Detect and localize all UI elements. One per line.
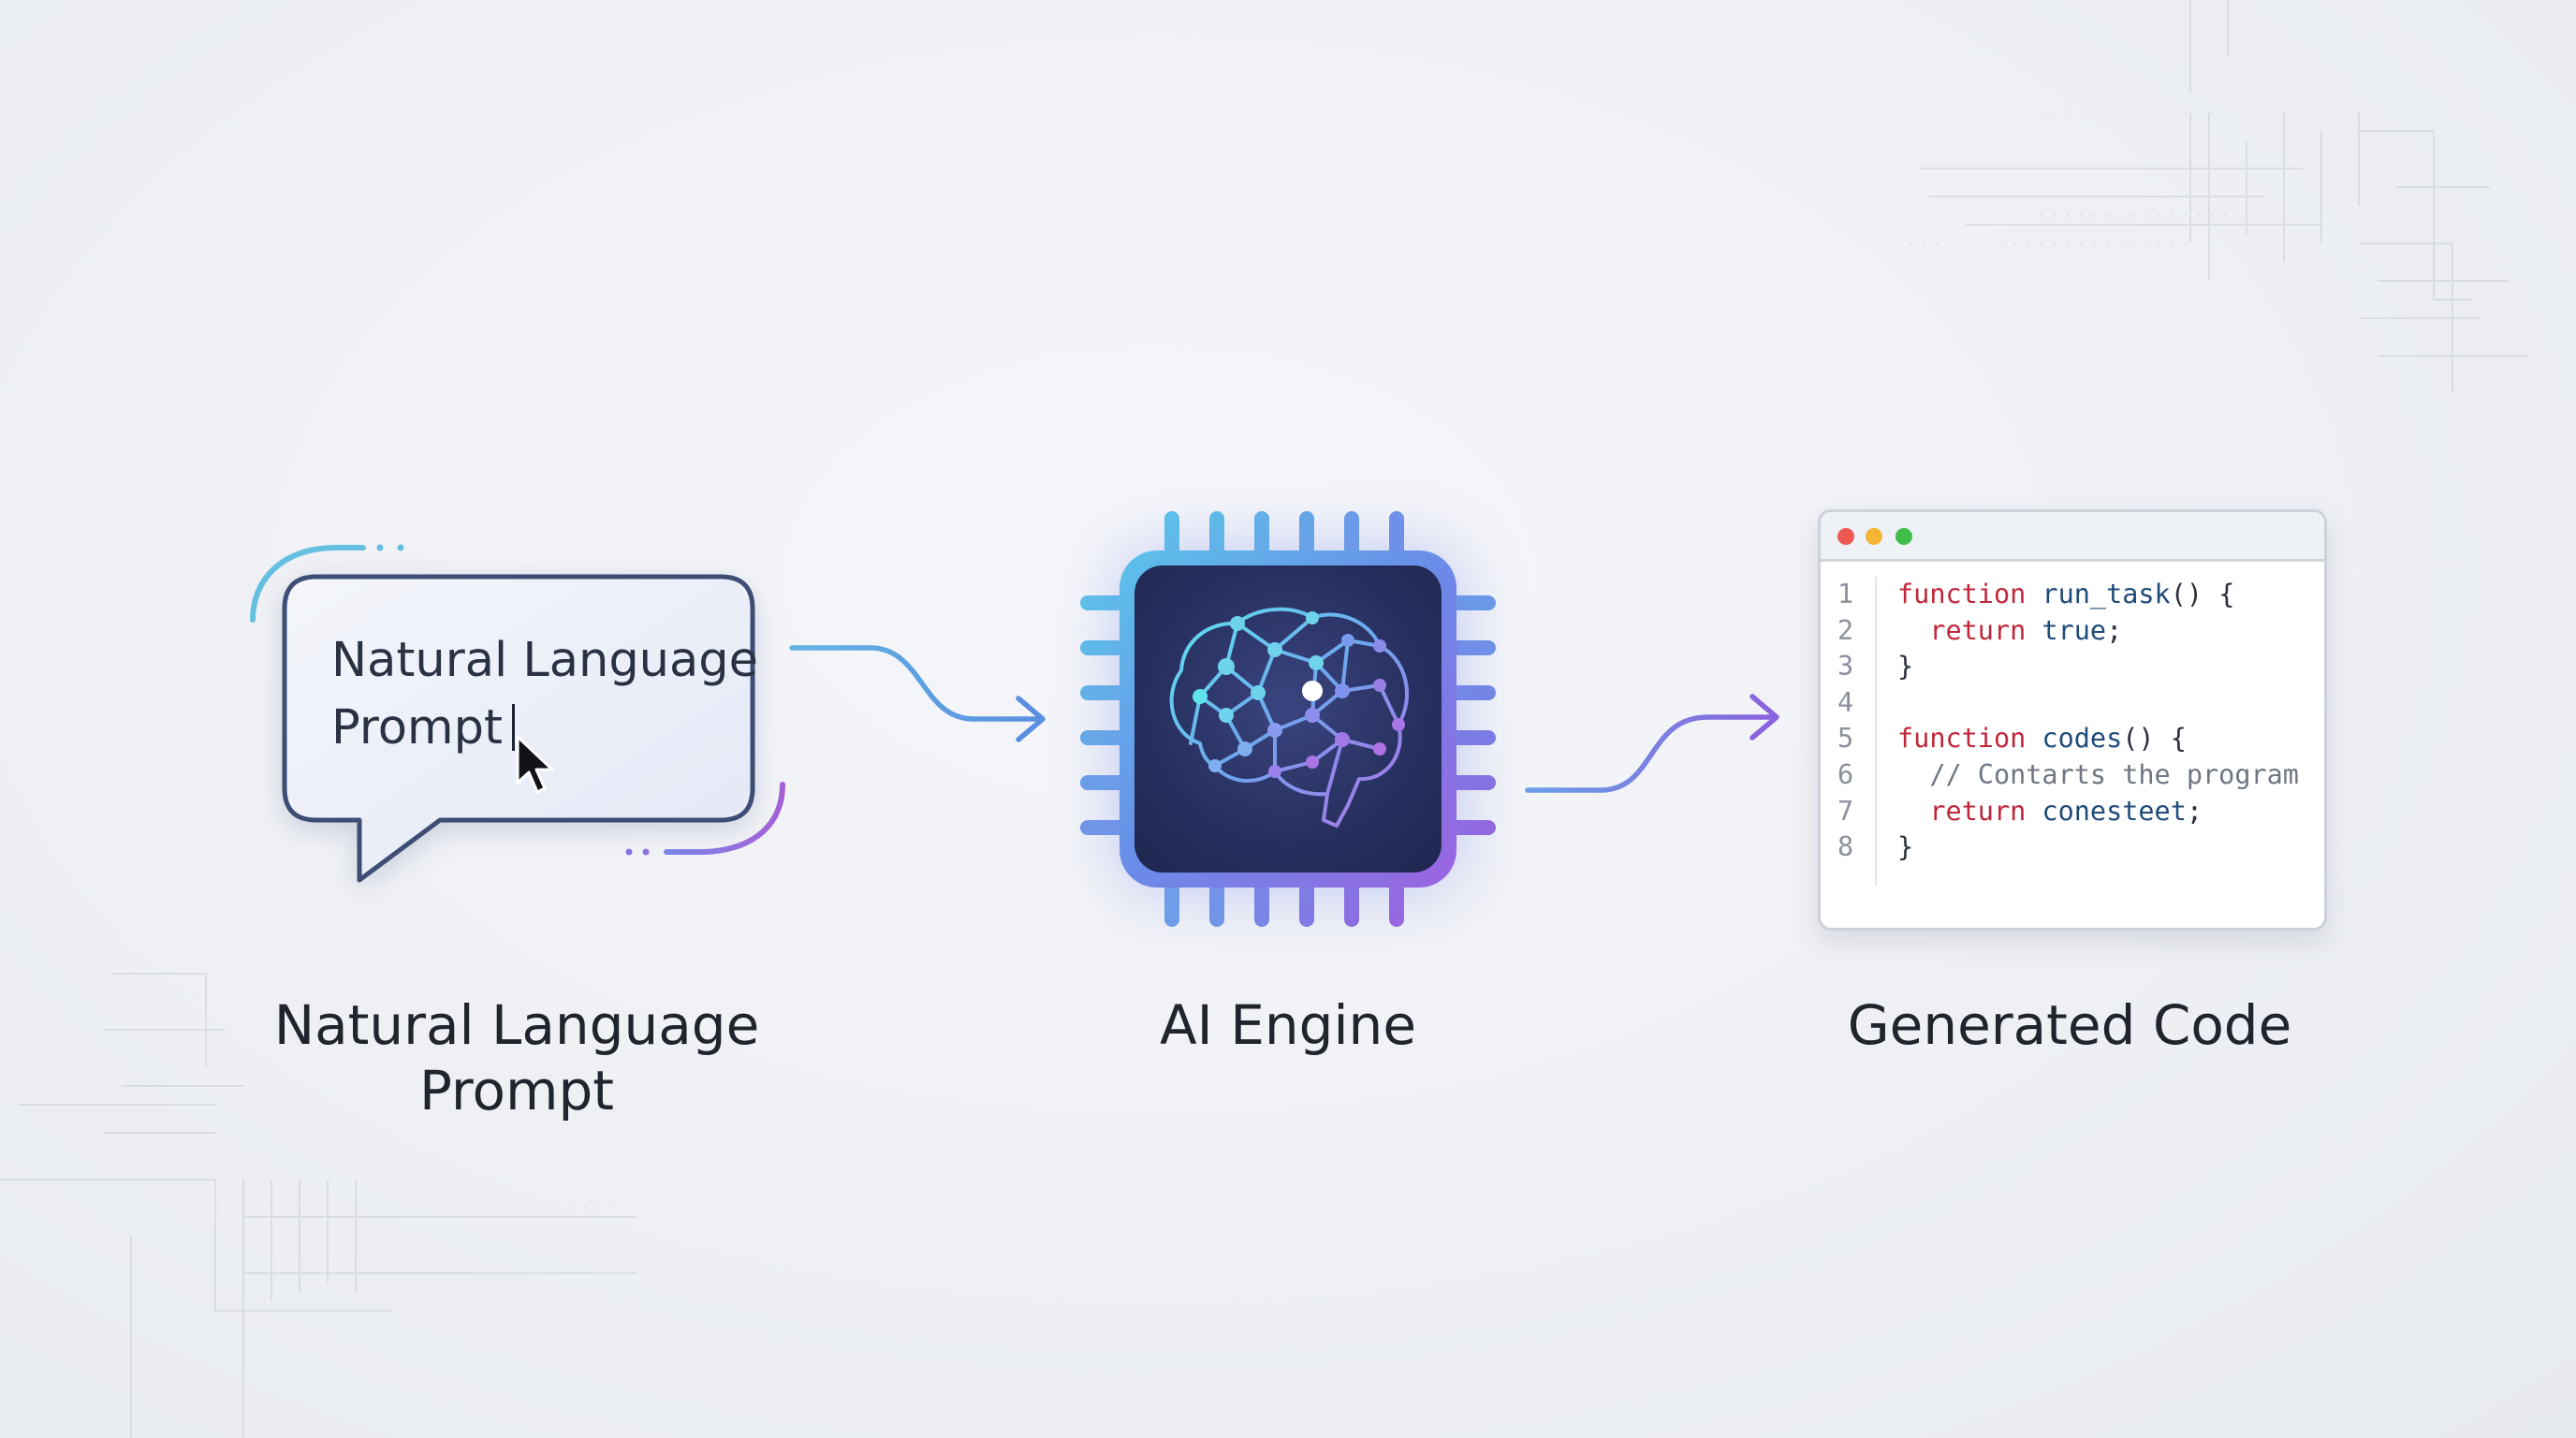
line-number: 5: [1837, 723, 1854, 755]
code-text: return conesteet;: [1897, 794, 2203, 829]
prompt-text-line-1: Natural Language: [331, 633, 759, 688]
prompt-label: Natural Language Prompt: [234, 992, 799, 1123]
code-token: return: [1897, 795, 2027, 827]
text-caret: [511, 704, 515, 751]
code-token: // Contarts the program: [1897, 759, 2299, 790]
code-token: run_task: [2026, 579, 2171, 609]
chip-core: [1134, 565, 1442, 873]
line-number: 2: [1837, 614, 1854, 646]
code-token: ;: [2186, 795, 2203, 827]
code-token: () {: [2122, 723, 2187, 755]
code-token: conesteet: [2026, 795, 2187, 827]
code-line: 5 function codes() {: [1821, 721, 2324, 756]
window-maximize-dot[interactable]: [1895, 528, 1912, 545]
code-token: () {: [2170, 579, 2235, 609]
code-line: 8}: [1821, 829, 2324, 865]
window-close-dot[interactable]: [1837, 528, 1854, 545]
window-titlebar: [1821, 512, 2324, 562]
code-text: function run_task() {: [1897, 577, 2234, 612]
line-number: 1: [1837, 579, 1854, 609]
cursor-arrow-icon: [516, 735, 554, 794]
window-minimize-dot[interactable]: [1866, 528, 1882, 545]
code-token: return: [1897, 614, 2027, 646]
prompt-text-line-2-label: Prompt: [331, 700, 503, 756]
code-line: 1 function run_task() {: [1821, 577, 2324, 612]
line-number: 7: [1837, 795, 1854, 827]
code-token: }: [1897, 651, 1914, 682]
code-line: 2 return true;: [1821, 613, 2324, 649]
prompt-label-line-1: Natural Language: [273, 993, 760, 1057]
code-token: function: [1897, 723, 2027, 755]
prompt-bubble-text[interactable]: Natural Language Prompt: [331, 627, 762, 762]
line-number: 8: [1837, 831, 1854, 863]
line-number: 6: [1837, 759, 1854, 790]
code-text: }: [1897, 649, 1913, 684]
line-number: 3: [1837, 651, 1854, 682]
brain-network-icon: [1169, 607, 1410, 828]
code-line: 7 return conesteet;: [1821, 794, 2324, 829]
code-line: 6 // Contarts the program: [1821, 757, 2324, 793]
code-text: return true;: [1897, 613, 2122, 649]
prompt-text-line-2: Prompt: [331, 695, 762, 762]
engine-label: AI Engine: [1160, 993, 1416, 1057]
code-token: function: [1897, 579, 2027, 609]
code-label: Generated Code: [1847, 993, 2292, 1057]
code-token: ;: [2106, 614, 2123, 646]
line-number: 4: [1837, 686, 1854, 718]
code-text: // Contarts the program: [1897, 757, 2299, 793]
code-line: 4: [1821, 685, 2324, 721]
prompt-label-line-2: Prompt: [418, 1059, 615, 1123]
code-token: codes: [2026, 723, 2123, 755]
code-line: 3}: [1821, 649, 2324, 684]
code-token: }: [1897, 831, 1914, 863]
code-text: }: [1897, 829, 1913, 865]
code-token: true: [2026, 614, 2107, 646]
gutter-divider: [1875, 577, 1877, 886]
code-text: function codes() {: [1897, 721, 2187, 756]
